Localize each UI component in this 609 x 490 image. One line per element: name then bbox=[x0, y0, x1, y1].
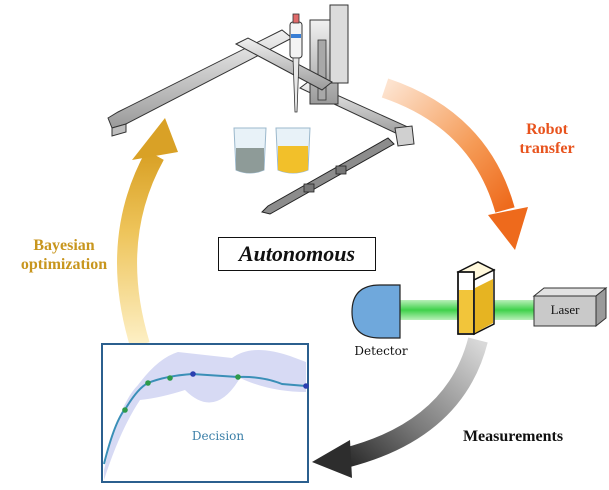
bayesian-arrow bbox=[117, 118, 178, 348]
observation-point bbox=[145, 380, 151, 386]
confidence-band bbox=[104, 349, 306, 480]
beaker-icon bbox=[233, 127, 311, 174]
bayesian-optimization-label: Bayesian optimization bbox=[20, 237, 108, 274]
autonomous-box: Autonomous bbox=[218, 237, 376, 271]
observation-point bbox=[235, 374, 241, 380]
observation-point bbox=[122, 407, 128, 413]
measurement-arrow bbox=[312, 337, 488, 478]
observation-point bbox=[190, 371, 196, 377]
laser-label: Laser bbox=[550, 302, 580, 317]
measurements-label: Measurements bbox=[462, 428, 564, 445]
pipette-icon bbox=[289, 13, 303, 113]
observation-point bbox=[303, 383, 309, 389]
cuvette-icon bbox=[456, 261, 496, 336]
robot-arrow bbox=[381, 78, 528, 250]
observation-point bbox=[167, 375, 173, 381]
detector-label: Detector bbox=[354, 344, 408, 358]
autonomous-label: Autonomous bbox=[238, 241, 356, 266]
detector-icon bbox=[351, 284, 401, 339]
robot-gantry-icon bbox=[107, 4, 415, 215]
laser-icon bbox=[532, 286, 608, 328]
robot-transfer-label: Robot transfer bbox=[519, 121, 575, 158]
decision-plot bbox=[101, 343, 309, 483]
decision-label: Decision bbox=[191, 429, 245, 443]
